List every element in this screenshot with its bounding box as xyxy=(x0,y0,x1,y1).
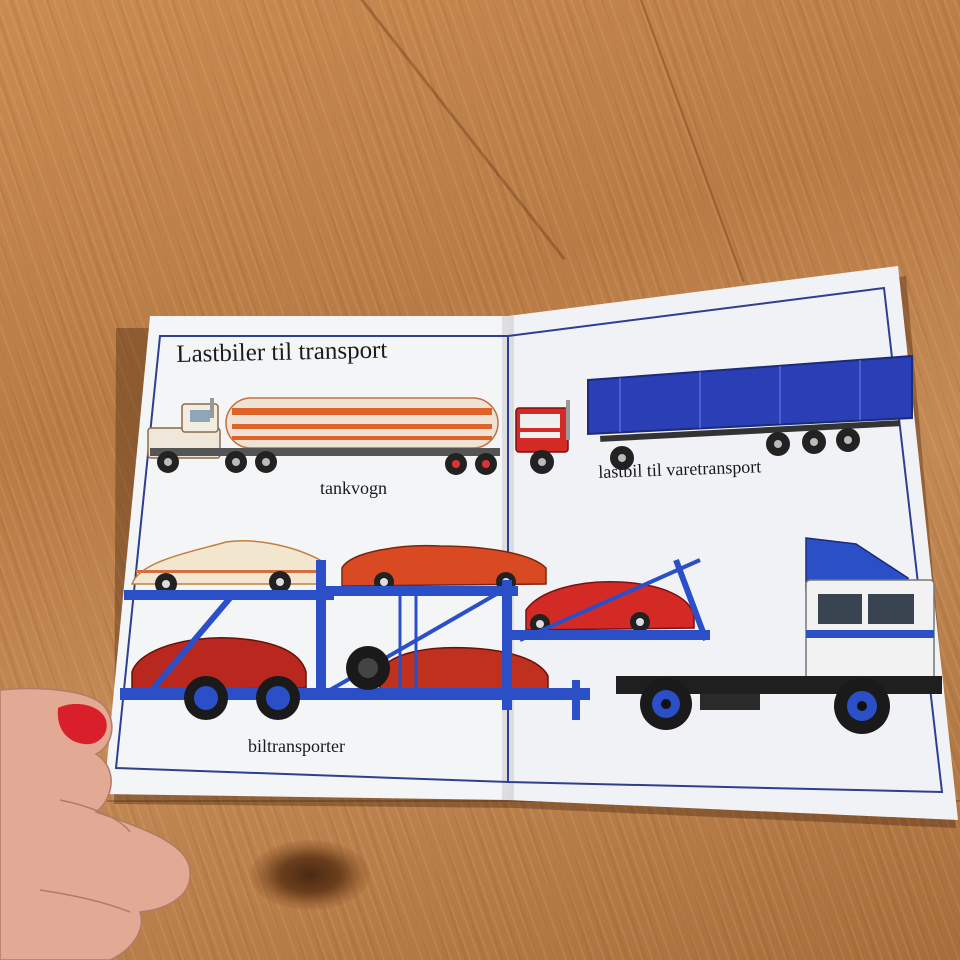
caption-car-carrier: biltransporter xyxy=(248,736,345,756)
hand-icon xyxy=(0,687,191,960)
page-title: Lastbiler til transport xyxy=(176,336,388,368)
wood-seam xyxy=(0,800,960,802)
white-truck-cab-icon xyxy=(616,537,942,734)
tanker-truck-icon xyxy=(147,397,500,475)
wood-knot xyxy=(250,840,370,910)
caption-tanker: tankvogn xyxy=(320,478,387,498)
car-carrier-icon xyxy=(120,540,710,720)
cargo-truck-icon xyxy=(515,354,913,474)
